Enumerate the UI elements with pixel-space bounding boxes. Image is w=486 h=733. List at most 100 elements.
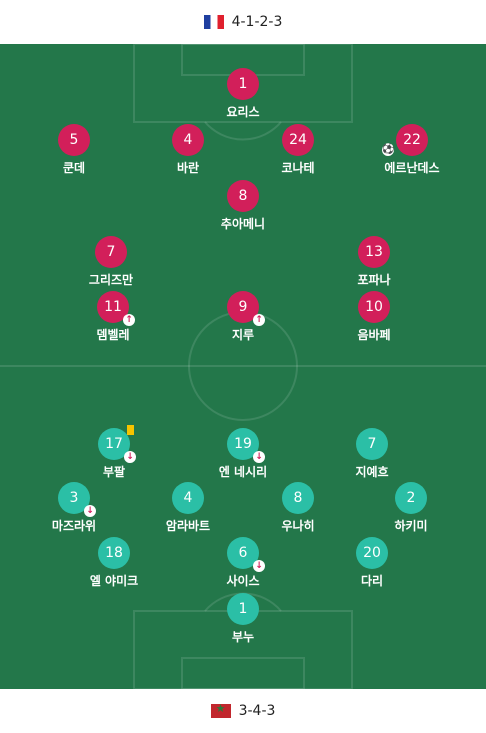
player-number-text: 3 — [69, 490, 79, 506]
arrow-down-icon: ↓ — [124, 451, 136, 463]
player-number-text: 24 — [289, 132, 307, 148]
arrow-down-icon: ↓ — [253, 451, 265, 463]
player-number: 4 — [172, 124, 204, 156]
player-number: 20 — [356, 537, 388, 569]
player-name: 사이스 — [226, 574, 260, 588]
player-number: 24 — [282, 124, 314, 156]
player-number-text: 9 — [238, 299, 248, 315]
player-number-text: 4 — [183, 132, 193, 148]
home-player-9[interactable]: 9↑지루 — [193, 291, 293, 343]
player-number: 13 — [358, 236, 390, 268]
home-player-22[interactable]: 22 ⚽ 에르난데스 — [362, 124, 462, 176]
player-number-text: 6 — [238, 545, 248, 561]
player-name: 그리즈만 — [88, 273, 134, 287]
home-player-13[interactable]: 13 포파나 — [324, 236, 424, 288]
player-name: 부누 — [231, 630, 255, 644]
away-player-7[interactable]: 7 지예흐 — [322, 428, 422, 480]
home-formation-header: 4-1-2-3 — [0, 0, 486, 44]
player-number-text: 22 — [403, 132, 421, 148]
player-name: 쿤데 — [62, 161, 86, 175]
player-number: 19↓ — [227, 428, 265, 463]
away-player-19[interactable]: 19↓ 엔 네시리 — [193, 428, 293, 480]
player-number: 11↑ — [97, 291, 135, 326]
player-name: 엔 네시리 — [218, 465, 268, 479]
player-number-text: 2 — [406, 490, 416, 506]
player-number: 5 — [58, 124, 90, 156]
player-number-text: 10 — [365, 299, 383, 315]
player-name: 부팔 — [102, 465, 126, 479]
player-number-text: 1 — [238, 76, 248, 92]
arrow-up-icon: ↑ — [123, 314, 135, 326]
player-number-text: 17 — [105, 436, 123, 452]
player-name: 뎀벨레 — [96, 328, 130, 342]
player-number: 4 — [172, 482, 204, 514]
player-number-text: 4 — [183, 490, 193, 506]
arrow-down-icon: ↓ — [84, 505, 96, 517]
home-player-24[interactable]: 24 코나테 — [248, 124, 348, 176]
player-name: 에르난데스 — [384, 161, 440, 175]
player-number-text: 8 — [238, 188, 248, 204]
player-number: 22 ⚽ — [382, 124, 428, 156]
home-player-10[interactable]: 10 음바페 — [324, 291, 424, 343]
home-player-5[interactable]: 5 쿤데 — [24, 124, 124, 176]
away-player-6[interactable]: 6↓사이스 — [193, 537, 293, 589]
home-player-4[interactable]: 4 바란 — [138, 124, 238, 176]
player-number: 7 — [356, 428, 388, 460]
player-number: 7 — [95, 236, 127, 268]
player-name: 마즈라위 — [51, 519, 97, 533]
player-name: 음바페 — [357, 328, 391, 342]
away-player-8[interactable]: 8 우나히 — [248, 482, 348, 534]
player-number: 8 — [282, 482, 314, 514]
player-number-text: 19 — [234, 436, 252, 452]
arrow-up-icon: ↑ — [253, 314, 265, 326]
player-number: 3↓ — [58, 482, 96, 517]
soccer-ball-icon: ⚽ — [382, 144, 395, 156]
player-name: 바란 — [176, 161, 200, 175]
away-player-4[interactable]: 4 암라바트 — [138, 482, 238, 534]
player-number: 8 — [227, 180, 259, 212]
player-number: 9↑ — [227, 291, 265, 326]
france-flag-icon — [203, 15, 224, 29]
away-formation-footer: 3-4-3 — [0, 689, 486, 733]
player-name: 코나테 — [281, 161, 315, 175]
player-number-text: 1 — [238, 601, 248, 617]
away-player-18[interactable]: 18 엘 야미크 — [64, 537, 164, 589]
player-number: 17↓ — [98, 425, 136, 463]
player-number: 1 — [227, 68, 259, 100]
away-player-2[interactable]: 2 하키미 — [361, 482, 461, 534]
player-number-text: 13 — [365, 244, 383, 260]
home-player-7[interactable]: 7 그리즈만 — [61, 236, 161, 288]
player-number: 2 — [395, 482, 427, 514]
away-player-17[interactable]: 17↓ 부팔 — [64, 425, 164, 480]
player-number-text: 7 — [367, 436, 377, 452]
player-name: 우나히 — [281, 519, 315, 533]
player-number-text: 8 — [293, 490, 303, 506]
away-formation: 3-4-3 — [238, 703, 276, 719]
player-number-text: 7 — [106, 244, 116, 260]
player-number: 10 — [358, 291, 390, 323]
player-number-text: 20 — [363, 545, 381, 561]
player-name: 추아메니 — [220, 217, 266, 231]
away-player-1[interactable]: 1 부누 — [193, 593, 293, 645]
player-name: 지예흐 — [355, 465, 389, 479]
player-name: 지루 — [231, 328, 255, 342]
player-number-text: 18 — [105, 545, 123, 561]
player-name: 요리스 — [226, 105, 260, 119]
away-player-3[interactable]: 3↓마즈라위 — [24, 482, 124, 534]
player-name: 하키미 — [394, 519, 428, 533]
morocco-flag-icon — [210, 702, 231, 718]
arrow-down-icon: ↓ — [253, 560, 265, 572]
player-number-text: 5 — [69, 132, 79, 148]
yellow-card-icon — [127, 425, 134, 435]
player-number: 6↓ — [227, 537, 265, 572]
home-player-11[interactable]: 11↑ 뎀벨레 — [63, 291, 163, 343]
player-name: 암라바트 — [165, 519, 211, 533]
player-number: 1 — [227, 593, 259, 625]
home-formation: 4-1-2-3 — [231, 14, 283, 30]
player-name: 포파나 — [357, 273, 391, 287]
home-player-8[interactable]: 8 추아메니 — [193, 180, 293, 232]
player-name: 엘 야미크 — [89, 574, 139, 588]
home-player-1[interactable]: 1 요리스 — [193, 68, 293, 120]
